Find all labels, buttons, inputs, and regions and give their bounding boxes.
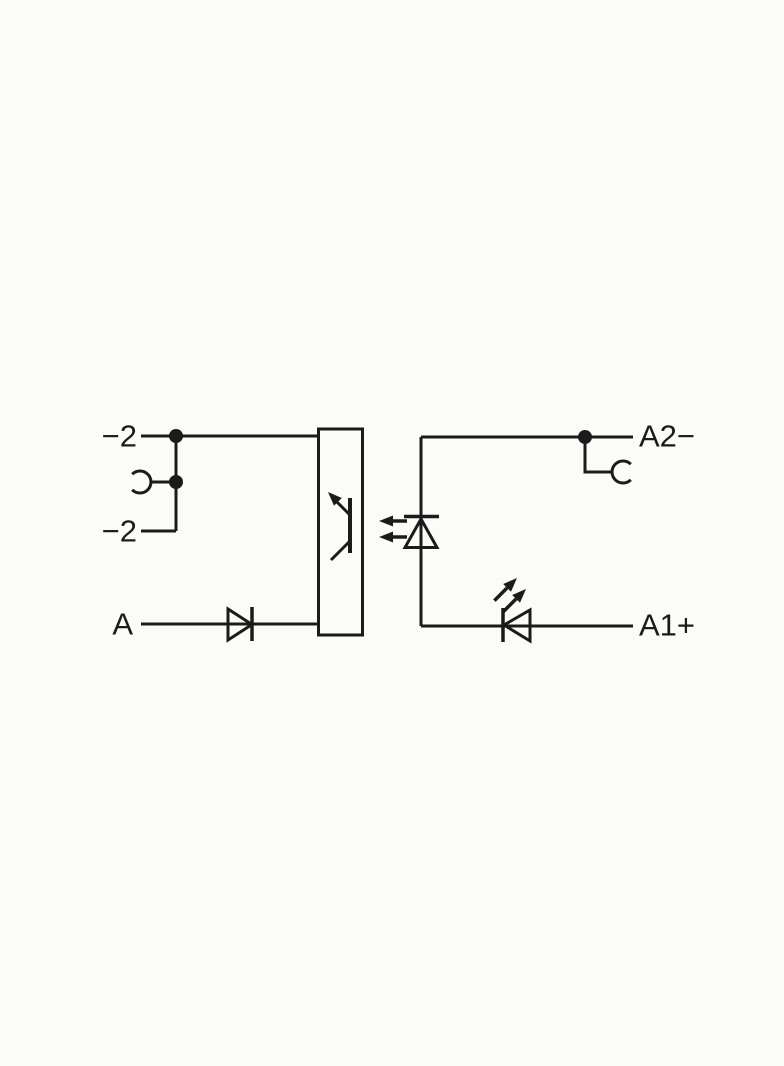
- optocoupler-box: [317, 427, 364, 637]
- terminal-label-minus2-top: −2: [102, 419, 137, 454]
- terminal-label-a2: A2−: [639, 419, 695, 454]
- clamp-contact-icon: [610, 459, 632, 485]
- terminal-label-a: A: [112, 607, 133, 642]
- terminal-label-a1: A1+: [639, 608, 695, 643]
- optocoupler: [317, 427, 440, 637]
- terminal-label-minus2-bottom: −2: [102, 514, 137, 549]
- clamp-contact-icon: [131, 469, 153, 495]
- status-indicator-led-icon: [493, 578, 532, 644]
- wire-clamp-stub-right: [583, 437, 612, 474]
- output-side: A2− A1+: [419, 419, 695, 644]
- light-coupling-arrows-icon: [379, 515, 407, 543]
- protection-diode-icon: [226, 606, 255, 643]
- input-side: −2 −2 A: [102, 419, 318, 643]
- phototransistor-icon: [328, 492, 352, 562]
